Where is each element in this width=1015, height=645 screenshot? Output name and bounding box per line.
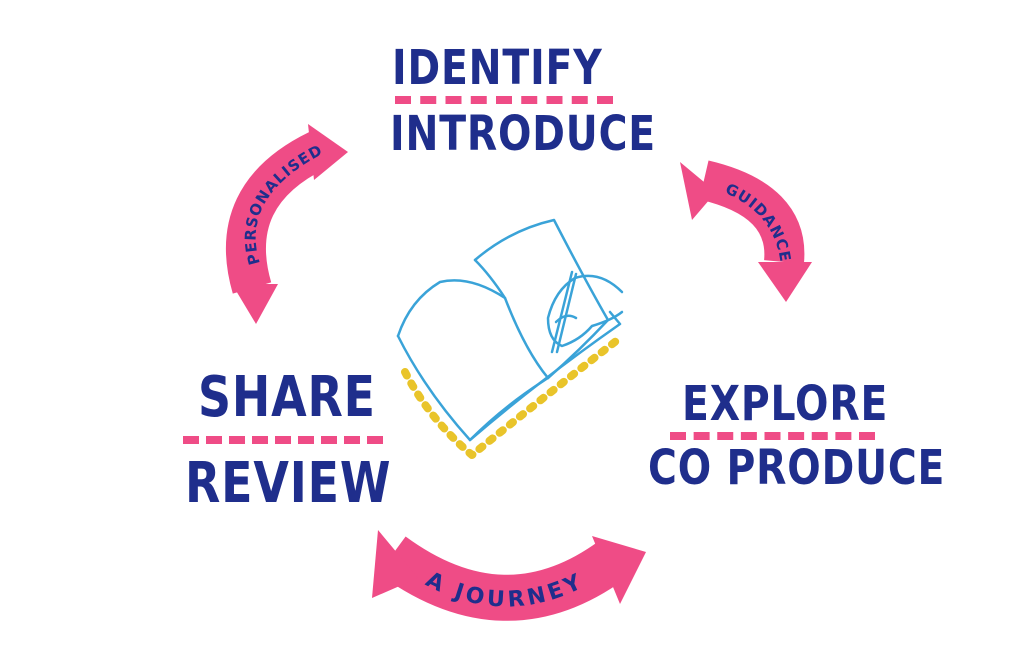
arrow-journey-head xyxy=(592,536,646,604)
arrow-personalised-head xyxy=(308,124,348,180)
notebook-outline xyxy=(396,218,624,442)
stage-co-produce: CO PRODUCE xyxy=(648,440,946,496)
dash-explore xyxy=(670,432,875,440)
dash-identify xyxy=(395,96,613,104)
notebook-writing-icon xyxy=(396,218,624,459)
arrow-guidance-tail-head xyxy=(680,162,716,220)
arrow-guidance: GUIDANCE xyxy=(680,160,812,302)
notebook-yellow-edge xyxy=(401,334,624,459)
stage-introduce: INTRODUCE xyxy=(390,106,656,162)
arrow-guidance-body xyxy=(699,160,805,264)
arrow-journey: A JOURNEY xyxy=(372,530,646,621)
arrow-guidance-head xyxy=(758,262,812,302)
dash-share xyxy=(183,436,383,444)
arrow-journey-tail-head xyxy=(372,530,418,598)
arrow-personalised-body xyxy=(225,132,328,294)
arrow-personalised: PERSONALISED xyxy=(225,124,348,324)
stage-identify: IDENTIFY xyxy=(392,40,603,96)
stage-share: SHARE xyxy=(198,365,376,430)
stage-explore: EXPLORE xyxy=(682,376,889,432)
arrow-personalised-tail-head xyxy=(232,284,278,324)
arrow-journey-body xyxy=(378,536,626,621)
stage-review: REVIEW xyxy=(185,451,392,516)
